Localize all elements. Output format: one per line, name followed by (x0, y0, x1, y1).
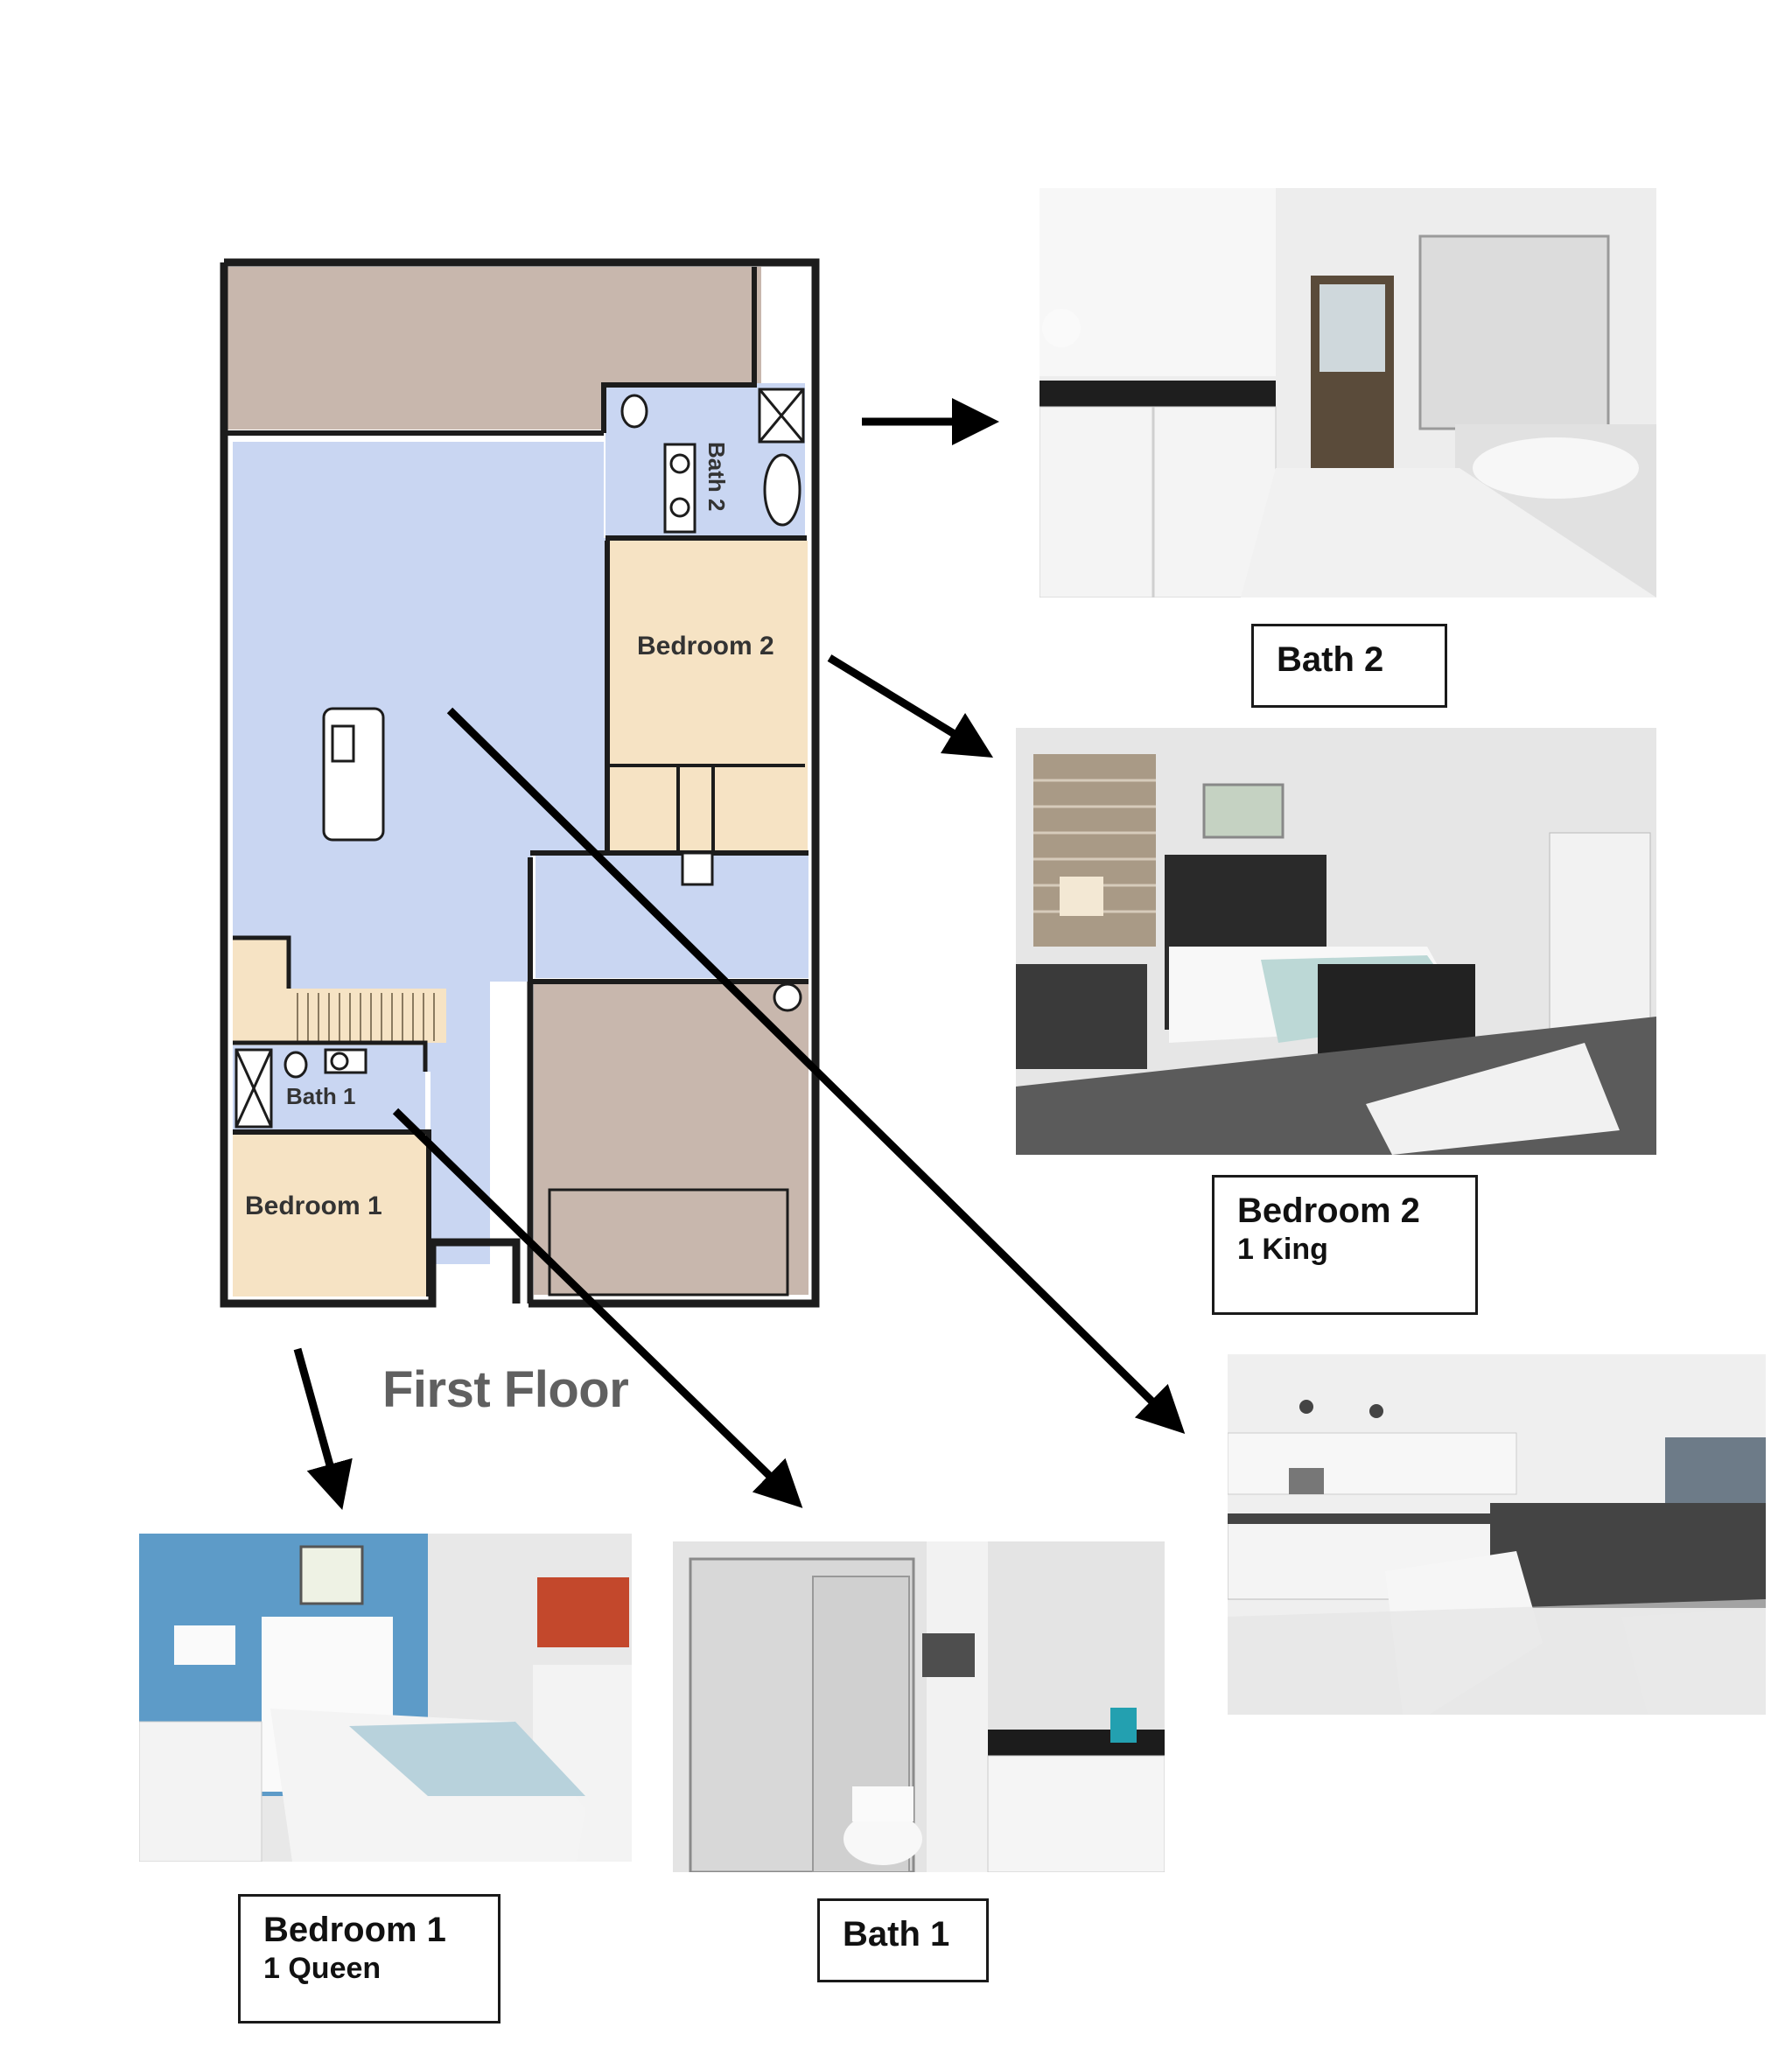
bedroom1-photo (139, 1534, 632, 1862)
plan-label-bath2: Bath 2 (704, 442, 730, 511)
arrow-to-kitchen-photo (446, 707, 1186, 1434)
bedroom2-label-title: Bedroom 2 (1237, 1192, 1420, 1230)
great-room-area (233, 442, 608, 1264)
bedroom2-area (610, 541, 808, 854)
arrow-to-bedroom2-photo (827, 654, 994, 758)
stair-area (289, 989, 446, 1043)
storage-area (233, 938, 289, 1041)
bath1-photo (673, 1541, 1165, 1872)
plan-label-bath1: Bath 1 (286, 1083, 355, 1109)
bedroom2-label-box: Bedroom 2 1 King (1212, 1175, 1478, 1315)
bath2-label-box: Bath 2 (1251, 624, 1447, 708)
laundry-area (536, 856, 808, 978)
bedroom1-label-title: Bedroom 1 (263, 1911, 446, 1949)
bath1-label-box: Bath 1 (817, 1898, 989, 1982)
arrows (293, 398, 1186, 1511)
bath1-label-title: Bath 1 (843, 1915, 950, 1954)
kitchen-dining-photo (1228, 1354, 1766, 1715)
bedroom1-label-box: Bedroom 1 1 Queen (238, 1894, 500, 2024)
bedroom1-area (233, 1134, 427, 1297)
garage-area (534, 982, 808, 1295)
bedroom1-label-sub: 1 Queen (263, 1952, 382, 1985)
bedroom2-photo (1016, 728, 1656, 1155)
floor-title: First Floor (382, 1361, 629, 1418)
stair-treads (297, 993, 435, 1041)
bedroom2-label-sub: 1 King (1237, 1233, 1328, 1266)
arrow-to-bedroom1-photo (293, 1347, 353, 1511)
plan-label-bedroom2: Bedroom 2 (637, 632, 774, 661)
walls (220, 258, 820, 1308)
fixtures (234, 388, 805, 1297)
bath2-photo (1040, 188, 1656, 598)
arrow-to-bath1-photo (392, 1108, 803, 1508)
bath2-label-title: Bath 2 (1277, 640, 1384, 679)
plan-label-bedroom1: Bedroom 1 (245, 1192, 382, 1220)
